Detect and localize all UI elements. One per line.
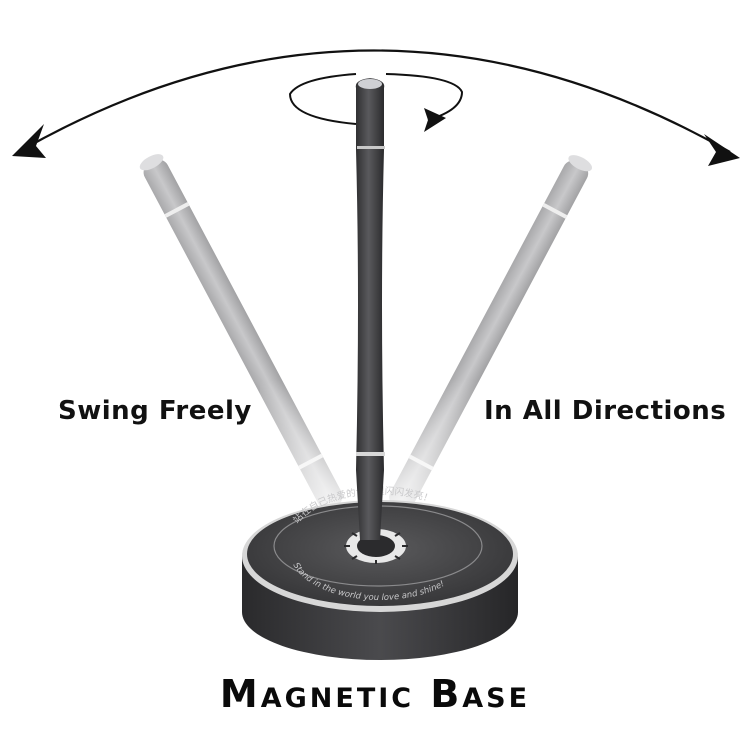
swing-freely-label: Swing Freely	[58, 396, 252, 426]
rotation-arrow-icon	[288, 73, 464, 132]
pen-upright	[355, 78, 385, 540]
product-title: Magnetic Base	[219, 672, 531, 716]
swing-arc-arrow-icon	[12, 49, 740, 166]
all-directions-label: In All Directions	[484, 396, 727, 426]
